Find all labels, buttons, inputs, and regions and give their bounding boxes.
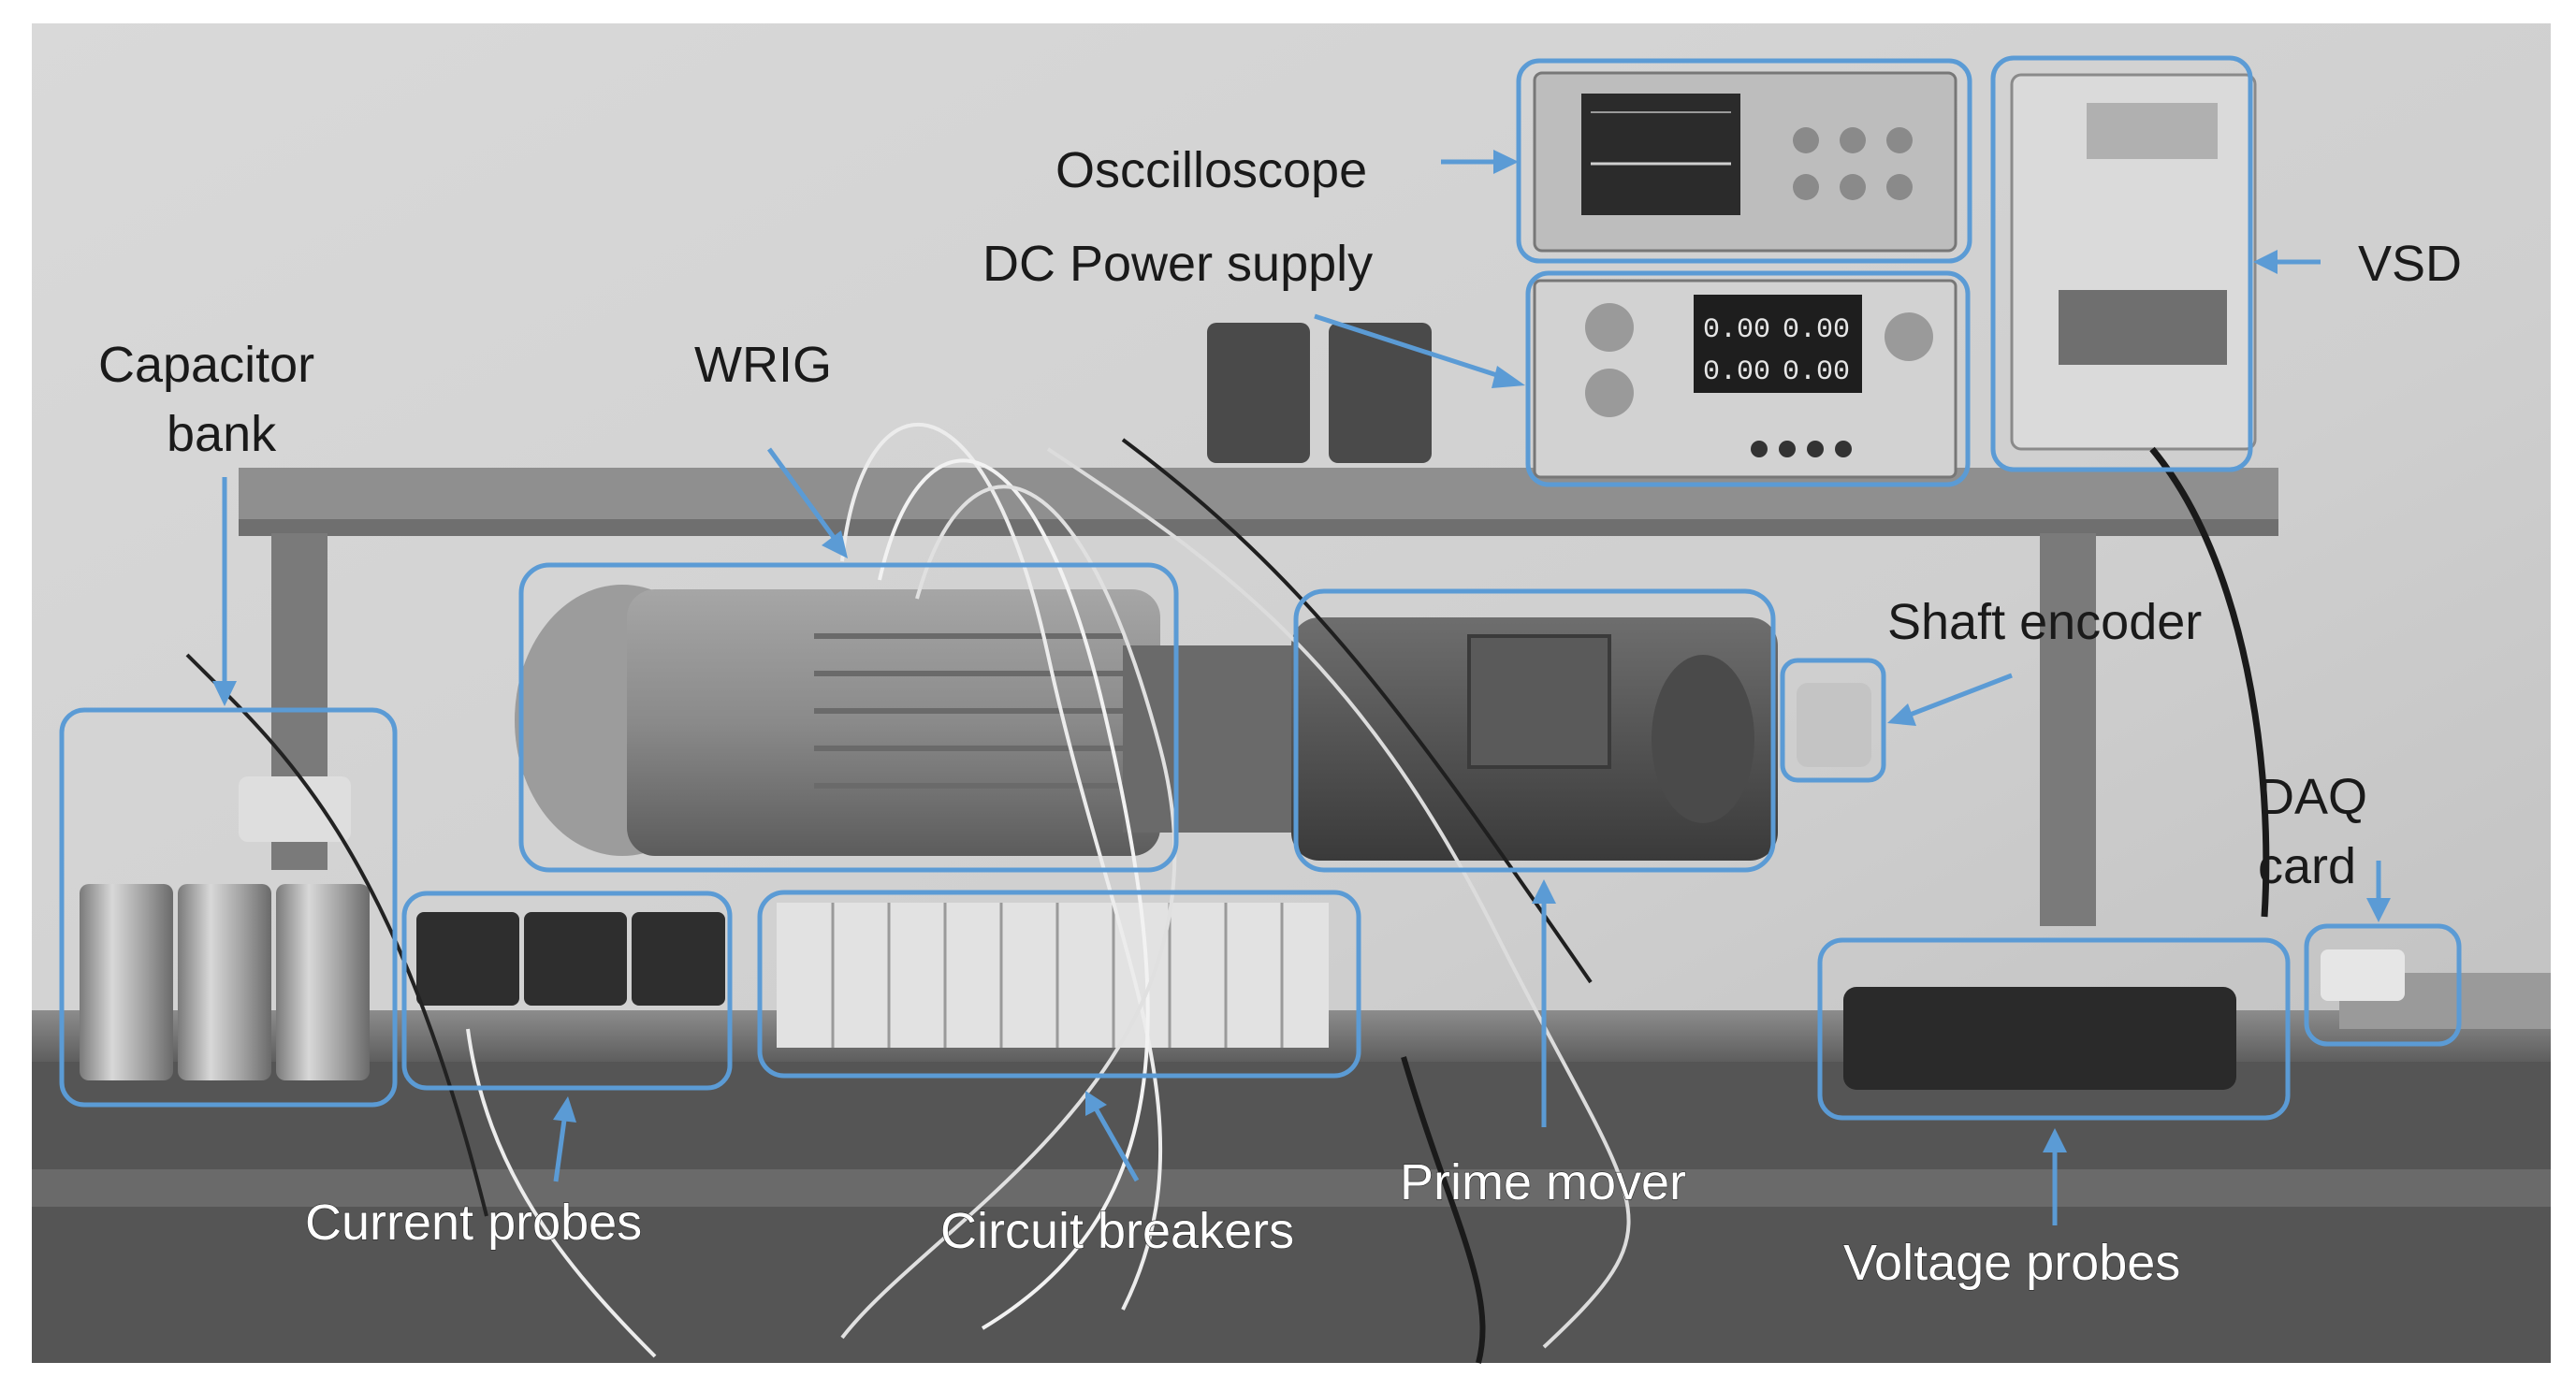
annotation-overlay <box>59 55 2462 1225</box>
vsd-box <box>1990 55 2253 472</box>
psu-digits-a: 0.00 <box>1703 314 1770 346</box>
daq-card-label-line2: card <box>2258 838 2356 894</box>
prime-mover-label: Prime mover <box>1400 1154 1686 1210</box>
psu-digits-b: 0.00 <box>1783 314 1850 346</box>
circuit-breakers-arrowhead <box>1085 1091 1107 1116</box>
circuit-breakers-box <box>757 890 1361 1079</box>
oscilloscope-box <box>1516 58 1972 264</box>
dc-power-supply-arrowhead <box>1492 366 1525 388</box>
voltage-probe-devices <box>1843 987 2236 1090</box>
circuit-breakers-arrow <box>1092 1105 1140 1182</box>
shaft-encoder-arrow <box>1904 673 2013 719</box>
oscilloscope-device <box>1533 71 1957 253</box>
multimeter-1 <box>1207 323 1310 463</box>
capacitor-cans <box>80 776 370 1080</box>
wrig-arrow <box>766 447 840 544</box>
wrig-label: WRIG <box>694 337 832 393</box>
equipment-drawing: 0.00 0.00 0.00 0.00 <box>80 71 2405 1364</box>
circuit-breaker-row <box>777 903 1329 1048</box>
dc-power-supply-label: DC Power supply <box>982 236 1373 292</box>
prime-mover-arrowhead <box>1532 879 1556 904</box>
dc-power-supply-arrow <box>1314 313 1509 382</box>
prime-mover-box <box>1293 588 1776 873</box>
wrig-arrowhead <box>822 530 848 558</box>
vsd-label: VSD <box>2358 236 2462 292</box>
current-probes-box <box>401 891 733 1091</box>
current-probes-arrowhead <box>553 1096 576 1123</box>
wrig-motor <box>515 585 1310 856</box>
wrig-box <box>518 562 1179 873</box>
multimeter-2 <box>1329 323 1432 463</box>
daq-card-box <box>2304 923 2462 1047</box>
shaft-encoder-label: Shaft encoder <box>1887 594 2202 650</box>
capacitor-bank-arrowhead <box>212 681 237 706</box>
capacitor-bank-label-line1: Capacitor <box>98 337 314 393</box>
capacitor-bank-box <box>59 707 398 1108</box>
current-probes-arrow <box>553 1112 568 1182</box>
capacitor-bank-label-line2: bank <box>167 406 277 462</box>
labels: Osccilloscope DC Power supply VSD Capaci… <box>98 142 2462 1292</box>
current-probe-devices <box>416 912 725 1006</box>
daq-card-label-line1: DAQ <box>2258 769 2367 825</box>
circuit-breakers-label: Circuit breakers <box>940 1203 1294 1259</box>
psu-digits-c: 0.00 <box>1703 356 1770 388</box>
daq-card-arrowhead <box>2366 898 2391 922</box>
dc-power-supply-box <box>1525 270 1971 487</box>
current-probes-label: Current probes <box>305 1195 642 1251</box>
shaft-encoder-box <box>1780 658 1886 783</box>
dc-power-supply-device: 0.00 0.00 0.00 0.00 <box>1533 279 1957 479</box>
psu-digits-d: 0.00 <box>1783 356 1850 388</box>
voltage-probes-arrowhead <box>2043 1128 2067 1152</box>
daq-card-device <box>2321 949 2405 1001</box>
prime-mover-motor <box>1291 617 1778 861</box>
vsd-device <box>2010 73 2257 451</box>
shaft-encoder-arrowhead <box>1887 703 1916 726</box>
shaft-encoder-device <box>1797 683 1871 767</box>
oscilloscope-arrowhead <box>1493 150 1519 174</box>
oscilloscope-label: Osccilloscope <box>1055 142 1367 198</box>
vsd-arrowhead <box>2253 250 2278 274</box>
voltage-probes-box <box>1817 937 2291 1121</box>
voltage-probes-label: Voltage probes <box>1843 1235 2180 1291</box>
